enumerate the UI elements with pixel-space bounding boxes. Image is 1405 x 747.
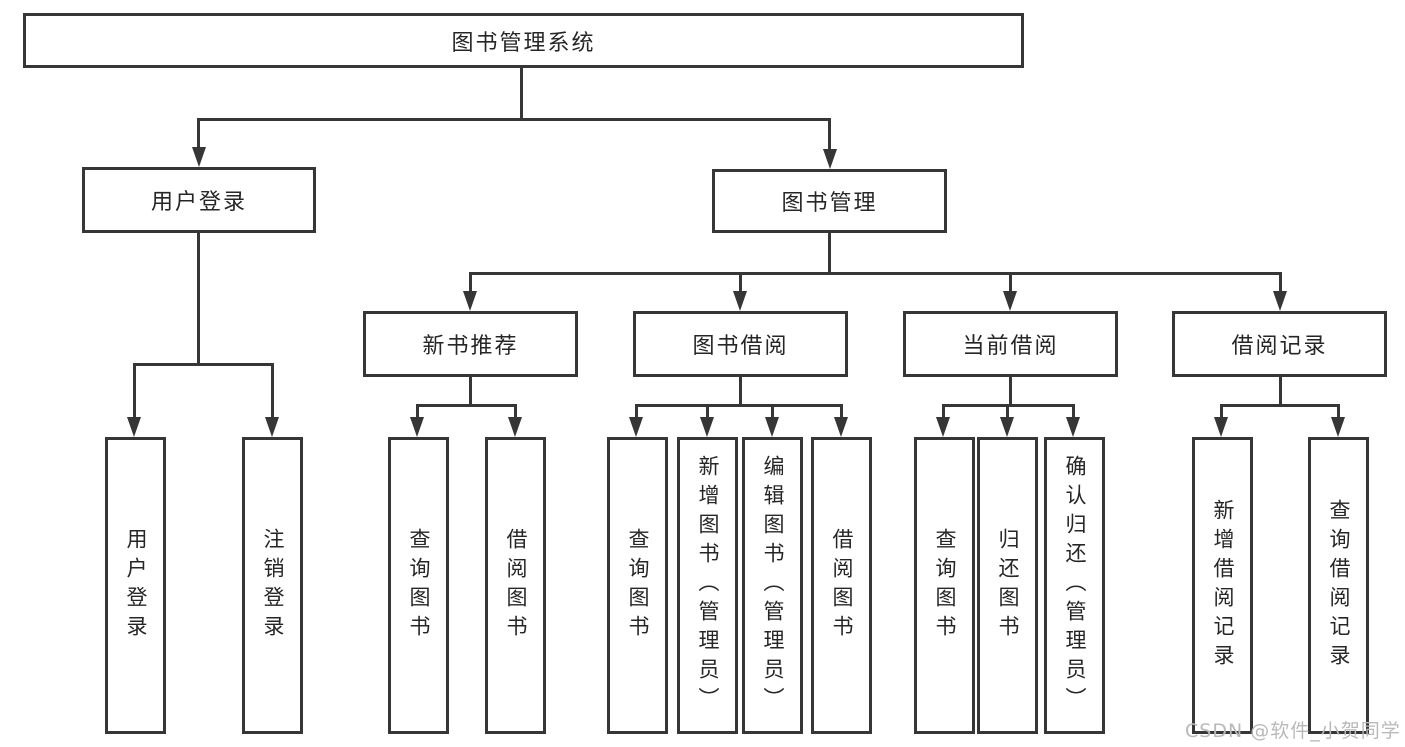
leaf-borrow-books-recommend: 借阅图书 bbox=[485, 437, 546, 734]
connector-currentborrow-branch bbox=[943, 404, 1075, 407]
connector-borrowrecords-branch bbox=[1221, 404, 1339, 407]
connector-bookborrow-stem bbox=[739, 377, 742, 407]
node-label: 图书管理系统 bbox=[451, 30, 596, 56]
connector-drop-return-books bbox=[1006, 404, 1009, 417]
node-borrow-records: 借阅记录 bbox=[1172, 311, 1387, 377]
csdn-watermark: CSDN @软件_小贺同学 bbox=[1185, 720, 1401, 742]
arrowhead-user-login bbox=[192, 147, 206, 167]
leaf-query-books-current: 查询图书 bbox=[914, 437, 975, 734]
connector-root-stem bbox=[520, 67, 523, 120]
arrowhead-book-management bbox=[823, 149, 837, 169]
leaf-return-books: 归还图书 bbox=[977, 437, 1038, 734]
leaf-logout: 注销登录 bbox=[242, 437, 303, 734]
leaf-confirm-return-admin: 确认归还（管理员） bbox=[1044, 437, 1105, 734]
connector-bookmgmt-branch bbox=[470, 272, 1282, 275]
node-book-management: 图书管理 bbox=[712, 169, 947, 233]
node-current-borrow: 当前借阅 bbox=[903, 311, 1118, 377]
connector-drop-user-login bbox=[197, 118, 200, 149]
connector-drop-borrow-records bbox=[1279, 272, 1282, 293]
connector-recommend-stem bbox=[469, 377, 472, 407]
connector-drop-book-management bbox=[828, 118, 831, 151]
leaf-label: 查询借阅记录 bbox=[1327, 498, 1351, 673]
arrowhead-borrow-records bbox=[1273, 291, 1287, 311]
connector-bookborrow-branch bbox=[636, 404, 842, 407]
arrowhead-leaf-logout bbox=[265, 417, 279, 437]
node-label: 图书借阅 bbox=[692, 334, 789, 359]
connector-userlogin-branch bbox=[134, 363, 274, 366]
arrowhead-add-borrow-record bbox=[1214, 417, 1228, 437]
connector-borrowrecords-stem bbox=[1279, 377, 1282, 407]
arrowhead-new-book-recommend bbox=[463, 291, 477, 311]
connector-drop-book-borrow bbox=[739, 272, 742, 293]
arrowhead-add-book-admin bbox=[700, 417, 714, 437]
leaf-label: 借阅图书 bbox=[830, 527, 854, 644]
connector-root-branch bbox=[198, 118, 830, 121]
leaf-label: 查询图书 bbox=[933, 527, 957, 644]
connector-drop-query-borrow-record bbox=[1337, 404, 1340, 417]
connector-drop-new-book-recommend bbox=[469, 272, 472, 293]
leaf-query-borrow-record: 查询借阅记录 bbox=[1308, 437, 1369, 734]
leaf-edit-book-admin: 编辑图书（管理员） bbox=[742, 437, 803, 734]
leaf-label: 归还图书 bbox=[996, 527, 1020, 644]
leaf-user-login: 用户登录 bbox=[105, 437, 166, 734]
leaf-label: 借阅图书 bbox=[504, 527, 528, 644]
leaf-add-book-admin: 新增图书（管理员） bbox=[677, 437, 738, 734]
node-user-login: 用户登录 bbox=[82, 167, 316, 233]
node-book-borrow: 图书借阅 bbox=[633, 311, 848, 377]
connector-drop-borrow-books-borrow bbox=[840, 404, 843, 417]
arrowhead-query-books-borrow bbox=[629, 417, 643, 437]
arrowhead-query-books-recommend bbox=[410, 417, 424, 437]
leaf-label: 用户登录 bbox=[124, 527, 148, 644]
leaf-label: 确认归还（管理员） bbox=[1063, 455, 1087, 716]
arrowhead-current-borrow bbox=[1003, 291, 1017, 311]
arrowhead-borrow-books-borrow bbox=[834, 417, 848, 437]
leaf-label: 编辑图书（管理员） bbox=[761, 455, 785, 716]
connector-drop-borrow-books-recommend bbox=[514, 404, 517, 417]
leaf-query-books-recommend: 查询图书 bbox=[388, 437, 449, 734]
connector-drop-confirm-return-admin bbox=[1072, 404, 1075, 417]
leaf-add-borrow-record: 新增借阅记录 bbox=[1192, 437, 1253, 734]
connector-userlogin-stem bbox=[197, 233, 200, 366]
connector-drop-add-borrow-record bbox=[1220, 404, 1223, 417]
connector-drop-query-books-borrow bbox=[635, 404, 638, 417]
connector-drop-leaf-logout bbox=[271, 363, 274, 417]
connector-drop-query-books-recommend bbox=[416, 404, 419, 417]
connector-drop-edit-book-admin bbox=[771, 404, 774, 417]
arrowhead-borrow-books-recommend bbox=[508, 417, 522, 437]
arrowhead-query-borrow-record bbox=[1331, 417, 1345, 437]
leaf-label: 注销登录 bbox=[261, 527, 285, 644]
arrowhead-book-borrow bbox=[733, 291, 747, 311]
node-label: 图书管理 bbox=[781, 191, 878, 216]
leaf-borrow-books-borrow: 借阅图书 bbox=[811, 437, 872, 734]
connector-drop-add-book-admin bbox=[706, 404, 709, 417]
node-label: 借阅记录 bbox=[1231, 334, 1328, 359]
node-label: 新书推荐 bbox=[422, 334, 519, 359]
arrowhead-query-books-current bbox=[936, 417, 950, 437]
node-library-management-system: 图书管理系统 bbox=[23, 13, 1024, 68]
connector-drop-current-borrow bbox=[1009, 272, 1012, 293]
arrowhead-return-books bbox=[1000, 417, 1014, 437]
arrowhead-leaf-user-login bbox=[127, 417, 141, 437]
connector-currentborrow-stem bbox=[1009, 377, 1012, 407]
leaf-label: 查询图书 bbox=[407, 527, 431, 644]
leaf-label: 查询图书 bbox=[626, 527, 650, 644]
arrowhead-confirm-return-admin bbox=[1066, 417, 1080, 437]
node-new-book-recommend: 新书推荐 bbox=[363, 311, 578, 377]
connector-recommend-branch bbox=[417, 404, 517, 407]
node-label: 用户登录 bbox=[150, 190, 247, 215]
leaf-label: 新增图书（管理员） bbox=[696, 455, 720, 716]
leaf-query-books-borrow: 查询图书 bbox=[607, 437, 668, 734]
leaf-label: 新增借阅记录 bbox=[1211, 498, 1235, 673]
connector-bookmgmt-stem bbox=[828, 233, 831, 274]
connector-drop-leaf-user-login bbox=[133, 363, 136, 417]
arrowhead-edit-book-admin bbox=[765, 417, 779, 437]
connector-drop-query-books-current bbox=[942, 404, 945, 417]
node-label: 当前借阅 bbox=[962, 334, 1059, 359]
